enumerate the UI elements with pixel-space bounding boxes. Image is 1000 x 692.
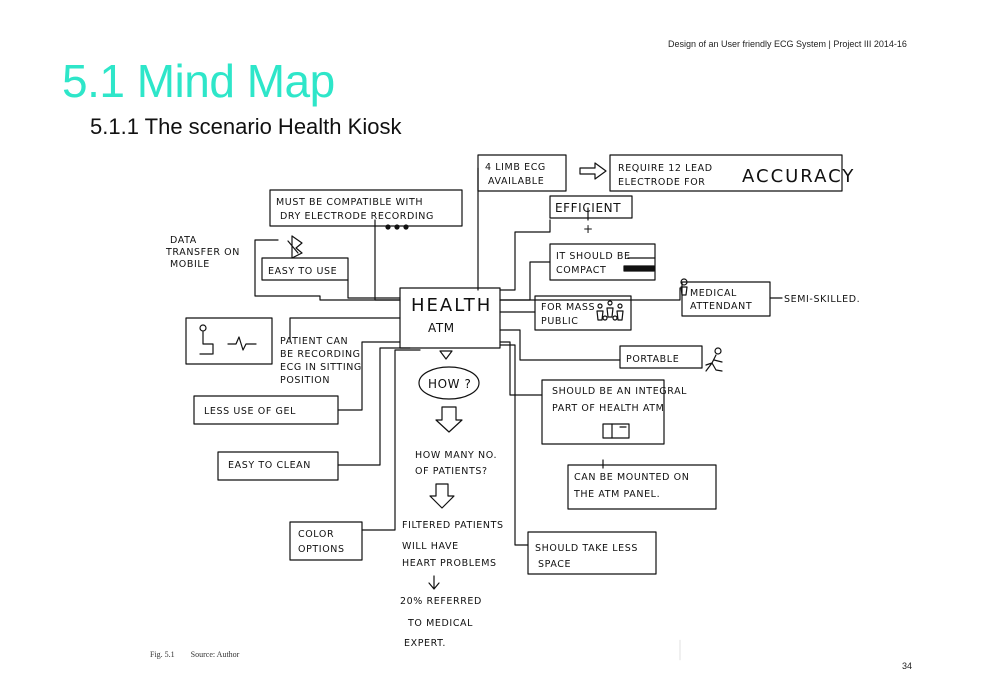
filtered-patients-node: FILTERED PATIENTS WILL HAVE HEART PROBLE…: [402, 520, 504, 590]
svg-text:FOR MASS: FOR MASS: [541, 302, 595, 313]
figure-source: Source: Author: [190, 650, 240, 659]
compact-device-icon: [623, 265, 655, 272]
svg-text:COLOR: COLOR: [298, 529, 334, 540]
section-subtitle: 5.1.1 The scenario Health Kiosk: [90, 114, 402, 139]
svg-text:EASY TO CLEAN: EASY TO CLEAN: [228, 460, 311, 471]
limb-ecg-node: 4 LIMB ECG AVAILABLE: [477, 154, 607, 192]
svg-text:OPTIONS: OPTIONS: [298, 544, 345, 555]
svg-text:4 LIMB ECG: 4 LIMB ECG: [485, 162, 546, 173]
right-arrow-icon: [579, 162, 607, 180]
svg-text:MOBILE: MOBILE: [170, 259, 210, 270]
svg-text:ATTENDANT: ATTENDANT: [690, 301, 752, 312]
down-pointer-icon: [439, 350, 453, 360]
svg-text:IT SHOULD BE: IT SHOULD BE: [556, 251, 631, 262]
section-title: 5.1 Mind Map: [62, 55, 335, 107]
bluetooth-icon: [287, 235, 303, 259]
svg-text:+: +: [583, 222, 594, 236]
svg-text:WILL HAVE: WILL HAVE: [402, 541, 459, 552]
svg-text:PATIENT CAN: PATIENT CAN: [280, 336, 348, 347]
how-node: HOW ?: [418, 366, 480, 433]
svg-text:ECG IN SITTING: ECG IN SITTING: [280, 362, 362, 373]
data-transfer-node: DATA TRANSFER ON MOBILE: [165, 235, 303, 270]
less-gel-node: LESS USE OF GEL: [193, 395, 339, 425]
health-atm-node: HEALTH ATM: [399, 287, 501, 360]
sitting-position-node: PATIENT CAN BE RECORDING ECG IN SITTING …: [185, 317, 362, 386]
crowd-icon: [596, 300, 624, 321]
svg-text:ATM: ATM: [428, 321, 455, 335]
svg-text:SPACE: SPACE: [538, 559, 571, 570]
svg-text:ACCURACY: ACCURACY: [742, 166, 855, 187]
down-arrow-icon-2: [429, 483, 455, 509]
svg-text:PUBLIC: PUBLIC: [541, 316, 579, 327]
seated-patient-icon: [199, 324, 257, 355]
svg-text:SHOULD BE AN INTEGRAL: SHOULD BE AN INTEGRAL: [552, 386, 687, 397]
svg-text:TO MEDICAL: TO MEDICAL: [407, 618, 473, 629]
svg-text:EXPERT.: EXPERT.: [404, 638, 446, 649]
mass-public-node: FOR MASS PUBLIC: [534, 295, 632, 331]
color-options-node: COLOR OPTIONS: [289, 521, 363, 561]
svg-text:THE ATM PANEL.: THE ATM PANEL.: [573, 489, 660, 500]
svg-text:20% REFERRED: 20% REFERRED: [400, 596, 482, 607]
less-space-node: SHOULD TAKE LESS SPACE: [527, 531, 657, 575]
portable-node: PORTABLE: [619, 345, 723, 372]
svg-text:LESS USE OF GEL: LESS USE OF GEL: [204, 406, 296, 417]
svg-text:PART OF HEALTH ATM: PART OF HEALTH ATM: [552, 403, 664, 414]
down-arrow-icon-3: [428, 575, 440, 590]
easy-to-clean-node: EASY TO CLEAN: [217, 451, 339, 481]
svg-text:HOW MANY NO.: HOW MANY NO.: [415, 450, 497, 461]
svg-text:SHOULD TAKE LESS: SHOULD TAKE LESS: [535, 543, 638, 554]
mounted-node: CAN BE MOUNTED ON THE ATM PANEL.: [567, 464, 717, 510]
integral-part-node: SHOULD BE AN INTEGRAL PART OF HEALTH ATM: [541, 379, 687, 445]
dry-electrode-node: MUST BE COMPATIBLE WITH DRY ELECTRODE RE…: [269, 189, 463, 230]
figure-label: Fig. 5.1: [150, 650, 175, 659]
svg-text:TRANSFER ON: TRANSFER ON: [165, 247, 240, 258]
svg-text:ELECTRODE FOR: ELECTRODE FOR: [618, 177, 706, 188]
running-person-icon: [705, 347, 723, 372]
svg-text:EASY TO USE: EASY TO USE: [268, 266, 337, 277]
svg-text:HOW ?: HOW ?: [428, 377, 472, 391]
svg-text:AVAILABLE: AVAILABLE: [488, 176, 544, 187]
svg-text:CAN BE MOUNTED ON: CAN BE MOUNTED ON: [574, 472, 689, 483]
svg-text:HEALTH: HEALTH: [411, 295, 492, 316]
svg-text:POSITION: POSITION: [280, 375, 330, 386]
svg-text:SEMI-SKILLED.: SEMI-SKILLED.: [784, 294, 860, 305]
easy-to-use-node: EASY TO USE: [261, 257, 349, 281]
figure-caption: Fig. 5.1 Source: Author: [150, 650, 253, 659]
svg-text:OF PATIENTS?: OF PATIENTS?: [415, 466, 488, 477]
compact-node: IT SHOULD BE COMPACT: [549, 243, 656, 281]
medical-attendant-node: MEDICAL ATTENDANT SEMI-SKILLED.: [680, 278, 860, 317]
svg-text:COMPACT: COMPACT: [556, 265, 606, 276]
page-number: 34: [902, 661, 913, 671]
svg-text:EFFICIENT: EFFICIENT: [555, 201, 621, 215]
require-12-lead-node: REQUIRE 12 LEAD ELECTRODE FOR ACCURACY: [609, 154, 855, 192]
device-icon: [602, 423, 630, 439]
running-header: Design of an User friendly ECG System | …: [668, 39, 907, 49]
svg-text:MEDICAL: MEDICAL: [690, 288, 737, 299]
efficient-node: EFFICIENT +: [549, 195, 633, 236]
svg-text:HEART PROBLEMS: HEART PROBLEMS: [402, 558, 497, 569]
svg-text:FILTERED PATIENTS: FILTERED PATIENTS: [402, 520, 504, 531]
svg-text:MUST BE COMPATIBLE WITH: MUST BE COMPATIBLE WITH: [276, 197, 423, 208]
svg-text:PORTABLE: PORTABLE: [626, 354, 679, 365]
svg-text:REQUIRE 12 LEAD: REQUIRE 12 LEAD: [618, 163, 713, 174]
svg-text:DATA: DATA: [170, 235, 197, 246]
referred-node: 20% REFERRED TO MEDICAL EXPERT.: [400, 596, 482, 649]
svg-text:DRY ELECTRODE RECORDING: DRY ELECTRODE RECORDING: [280, 211, 434, 222]
svg-text:BE RECORDING: BE RECORDING: [280, 349, 361, 360]
down-arrow-icon: [435, 406, 463, 433]
patients-count-node: HOW MANY NO. OF PATIENTS?: [415, 450, 497, 509]
